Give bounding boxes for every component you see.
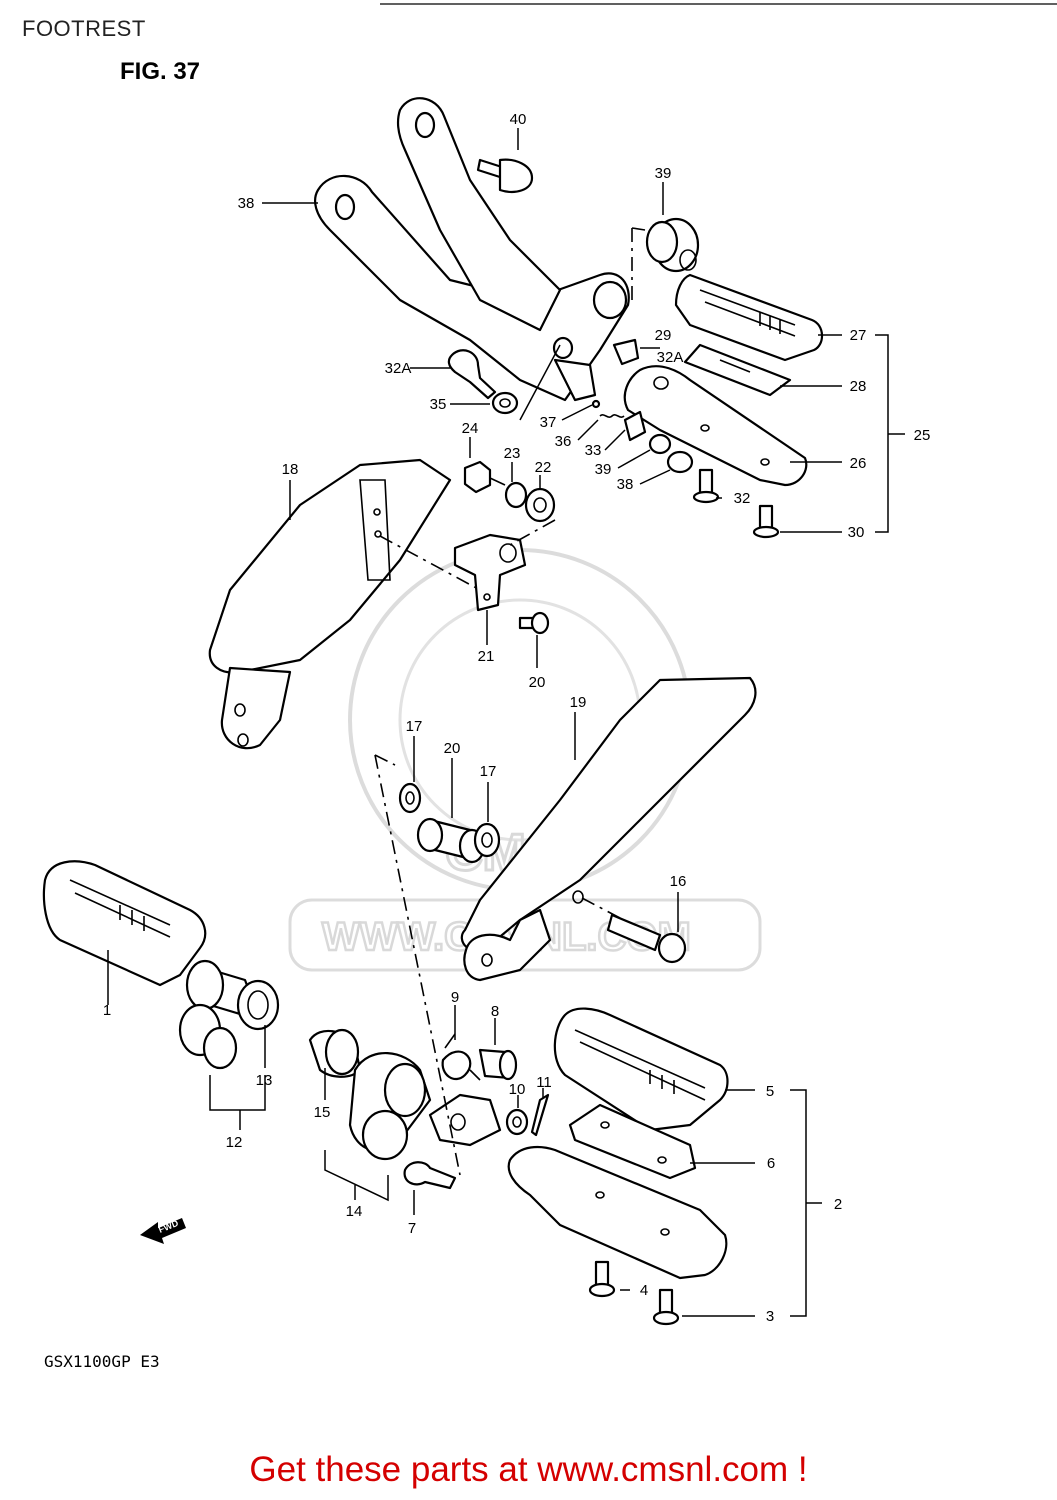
footrest-rubber-28 xyxy=(674,273,824,362)
callout-41: 39 xyxy=(655,165,672,182)
bush-41 xyxy=(645,217,700,273)
pin-7 xyxy=(403,1161,457,1190)
callout-39: 39 xyxy=(595,461,612,478)
footrest-1 xyxy=(42,860,207,987)
callout-17-a: 17 xyxy=(406,718,423,735)
callout-27: 26 xyxy=(850,455,867,472)
callout-5: 5 xyxy=(766,1083,774,1100)
callout-9: 9 xyxy=(451,989,459,1006)
pivot-plate xyxy=(428,1093,502,1147)
callout-42: 40 xyxy=(510,111,527,128)
callout-32A: 32A xyxy=(657,349,684,366)
callout-30: 29 xyxy=(655,327,672,344)
callout-16: 16 xyxy=(670,873,687,890)
callout-37: 37 xyxy=(540,414,557,431)
bush-8 xyxy=(478,1048,518,1081)
forward-arrow-icon: FWD xyxy=(140,1218,186,1244)
nut-38 xyxy=(666,450,694,474)
washer-10 xyxy=(505,1108,529,1136)
callout-25: 24 xyxy=(462,420,479,437)
callout-28: 27 xyxy=(850,327,867,344)
figure-label: FIG. 37 xyxy=(120,58,201,85)
screw-3 xyxy=(652,1288,680,1326)
bolt-42 xyxy=(476,158,534,194)
callout-6: 6 xyxy=(767,1155,775,1172)
bush-set-12 xyxy=(178,1003,238,1070)
callout-2: 2 xyxy=(834,1196,842,1213)
footrest-bracket-40 xyxy=(314,97,630,402)
collar-21 xyxy=(416,817,486,864)
callout-13: 13 xyxy=(256,1072,273,1089)
callout-21: 20 xyxy=(444,740,461,757)
model-code: GSX1100GP E3 xyxy=(44,1352,160,1371)
ball-37 xyxy=(591,399,601,409)
cta-link[interactable]: Get these parts at www.cmsnl.com ! xyxy=(249,1450,808,1489)
callout-40: 38 xyxy=(238,195,255,212)
callout-15: 15 xyxy=(314,1104,331,1121)
bush-23 xyxy=(524,487,556,523)
callout-labels: 40 39 38 27 29 32A 32A 28 35 37 25 24 36… xyxy=(103,111,931,1325)
pin-33 xyxy=(623,410,647,442)
washer-17-a xyxy=(398,782,422,814)
callout-20: 20 xyxy=(529,674,546,691)
bolt-34 xyxy=(447,349,497,400)
screw-20 xyxy=(518,611,550,635)
leader-lines xyxy=(107,128,905,1317)
washer-17-b xyxy=(473,822,501,858)
callout-26: 25 xyxy=(914,427,931,444)
callout-34: 32A xyxy=(385,360,412,377)
footrest-rubber-5 xyxy=(553,1007,729,1132)
callout-36: 36 xyxy=(555,433,572,450)
page-title: FOOTREST xyxy=(22,16,146,41)
footrest-2 xyxy=(507,1145,728,1280)
plate-6 xyxy=(568,1103,697,1180)
callout-35: 35 xyxy=(430,396,447,413)
callout-11: 11 xyxy=(536,1074,552,1091)
heel-guard-18 xyxy=(208,458,452,750)
callout-14: 14 xyxy=(346,1203,363,1220)
detent-30 xyxy=(612,338,640,366)
bush-15 xyxy=(308,1028,362,1078)
callout-12: 12 xyxy=(226,1134,243,1151)
nut-25 xyxy=(463,460,506,494)
cotter-pin-11 xyxy=(530,1093,550,1137)
cta-banner: Get these parts at www.cmsnl.com ! xyxy=(0,1450,1057,1490)
callout-8: 8 xyxy=(491,1003,499,1020)
callout-32: 32 xyxy=(734,490,751,507)
washer-35 xyxy=(491,391,519,415)
heel-guard-19 xyxy=(460,676,757,982)
washer-39 xyxy=(648,433,672,455)
callout-3: 3 xyxy=(766,1308,774,1325)
callout-7: 7 xyxy=(408,1220,416,1237)
callout-29: 28 xyxy=(850,378,867,395)
callout-22: 21 xyxy=(478,648,495,665)
callout-23: 22 xyxy=(535,459,552,476)
callout-38: 38 xyxy=(617,476,634,493)
callout-18: 18 xyxy=(282,461,299,478)
screw-31 xyxy=(752,504,780,539)
callout-31: 30 xyxy=(848,524,865,541)
callout-19: 19 xyxy=(570,694,587,711)
bush-set-14 xyxy=(348,1052,432,1161)
plate-29 xyxy=(683,343,792,397)
collar-24 xyxy=(504,481,528,509)
bush-13 xyxy=(185,959,280,1031)
footrest-27 xyxy=(623,365,808,487)
screw-4 xyxy=(588,1260,616,1298)
callout-17-b: 17 xyxy=(480,763,497,780)
spring-9 xyxy=(441,1033,481,1081)
bolt-16 xyxy=(606,913,687,964)
bracket-22 xyxy=(453,533,527,612)
screw-32 xyxy=(692,468,720,504)
callout-24: 23 xyxy=(504,445,521,462)
callout-4: 4 xyxy=(640,1282,648,1299)
callout-33: 33 xyxy=(585,442,602,459)
callout-10: 10 xyxy=(509,1081,526,1098)
callout-1: 1 xyxy=(103,1002,111,1019)
spring-36 xyxy=(599,414,625,418)
